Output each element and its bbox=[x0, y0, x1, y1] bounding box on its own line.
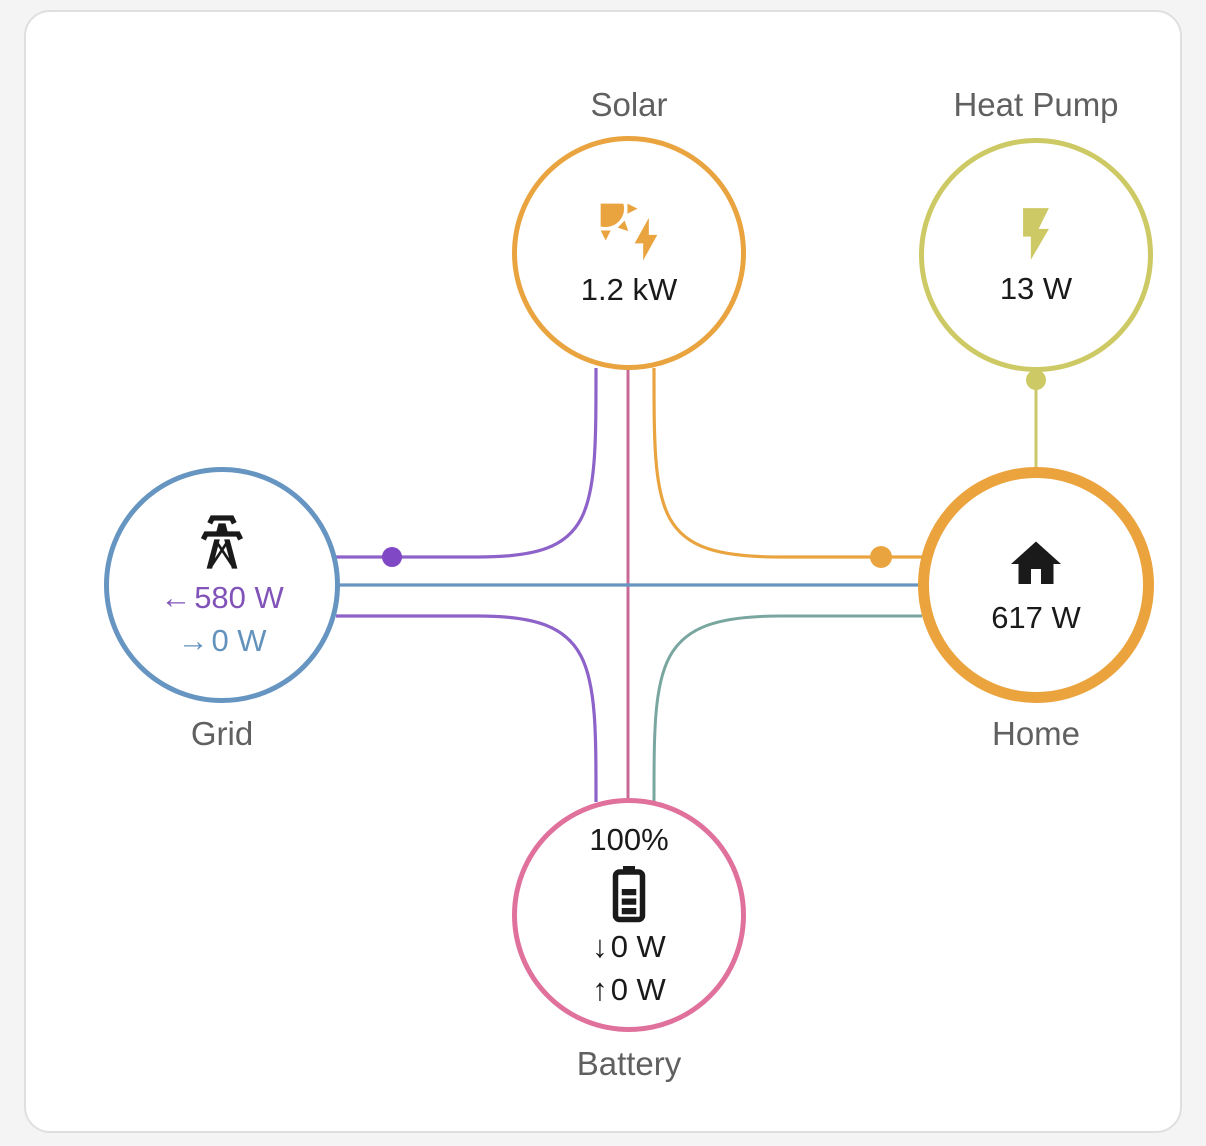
home-icon bbox=[1006, 534, 1066, 594]
grid-to-battery-line bbox=[336, 614, 598, 803]
battery-high-icon bbox=[599, 863, 659, 923]
battery-percent: 100% bbox=[589, 821, 669, 857]
lightning-bolt-icon bbox=[1005, 203, 1067, 265]
solar-power-variant-icon bbox=[595, 198, 663, 266]
solar-to-grid-line bbox=[336, 367, 598, 559]
heat-pump-node[interactable]: 13 W bbox=[919, 138, 1153, 372]
battery-charge-value: 0 W bbox=[610, 929, 666, 965]
battery-charge-row: ↓ 0 W bbox=[592, 929, 666, 966]
solar-to-home-flow-dot bbox=[870, 546, 892, 568]
up-arrow-icon: ↑ bbox=[592, 971, 608, 1007]
grid-import-row: → 0 W bbox=[177, 623, 266, 660]
solar-label: Solar bbox=[590, 86, 668, 123]
solar-to-home-line bbox=[652, 367, 922, 559]
battery-discharge-value: 0 W bbox=[610, 971, 666, 1007]
battery-node[interactable]: 100% ↓ 0 W ↑ 0 W bbox=[512, 798, 746, 1032]
heatpump-flow-dot bbox=[1026, 370, 1046, 390]
home-label: Home bbox=[991, 715, 1081, 752]
heat-pump-label: Heat Pump bbox=[953, 86, 1119, 123]
transmission-tower-icon bbox=[190, 510, 254, 574]
home-value: 617 W bbox=[991, 600, 1081, 636]
grid-node[interactable]: ← 580 W → 0 W bbox=[104, 467, 340, 703]
battery-to-home-line bbox=[652, 614, 922, 803]
grid-export-row: ← 580 W bbox=[160, 580, 284, 617]
solar-value: 1.2 kW bbox=[580, 272, 678, 308]
flow-lines-layer bbox=[336, 367, 1046, 803]
grid-import-value: 0 W bbox=[211, 623, 267, 658]
battery-label: Battery bbox=[576, 1045, 682, 1082]
left-arrow-icon: ← bbox=[160, 580, 192, 616]
down-arrow-icon: ↓ bbox=[592, 929, 608, 965]
grid-export-value: 580 W bbox=[194, 580, 284, 616]
solar-to-grid-flow-dot bbox=[382, 547, 402, 567]
home-node[interactable]: 617 W bbox=[918, 467, 1154, 703]
battery-discharge-row: ↑ 0 W bbox=[592, 972, 666, 1009]
grid-label: Grid bbox=[190, 715, 254, 752]
heat-pump-value: 13 W bbox=[999, 271, 1073, 307]
power-flow-card: 1.2 kW Solar 13 W Heat Pump ← 580 W → 0 … bbox=[24, 10, 1182, 1133]
solar-node[interactable]: 1.2 kW bbox=[512, 136, 746, 370]
right-arrow-icon: → bbox=[177, 623, 209, 658]
